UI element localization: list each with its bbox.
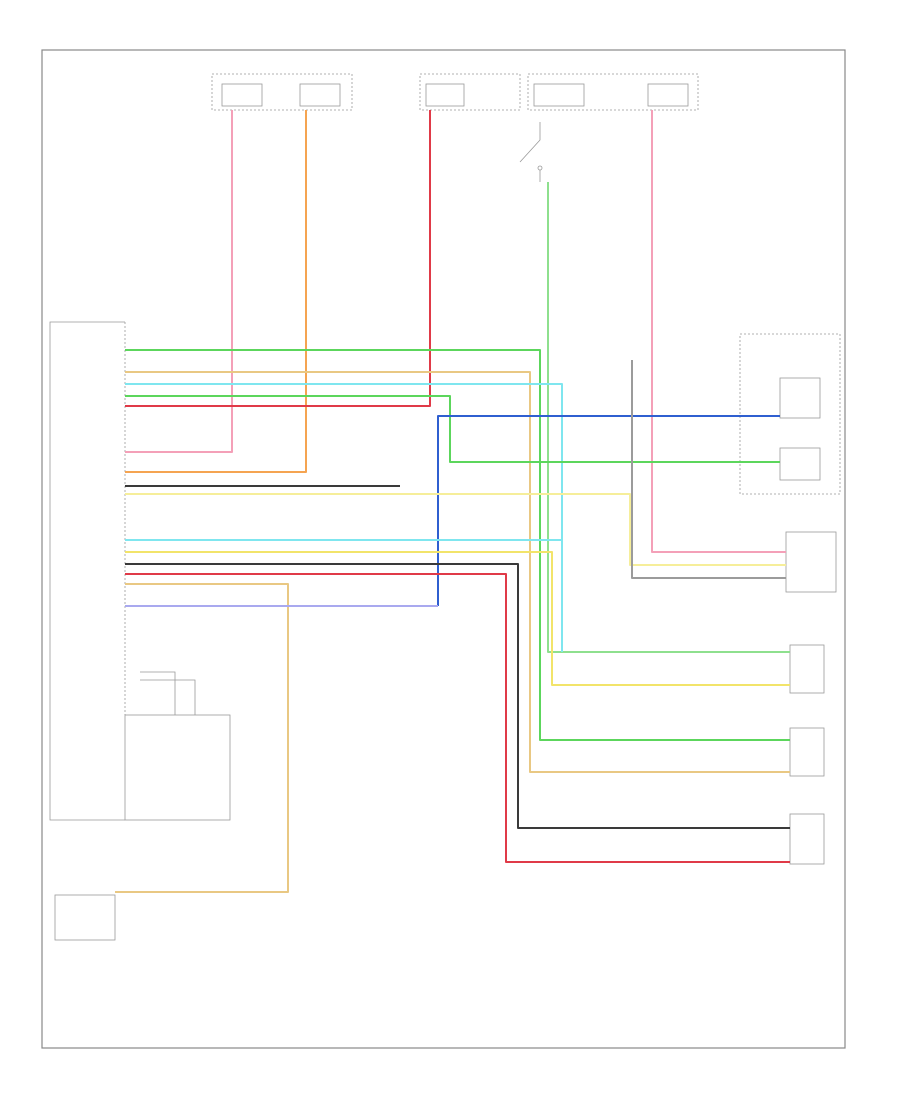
rear-wheel-sensor	[789, 813, 825, 865]
pump-motor-block	[124, 714, 231, 821]
rr-wheel-sensor	[789, 644, 825, 694]
brake-warning-lamp	[779, 377, 821, 419]
speed-sensor-connector	[54, 894, 116, 941]
wire-lf-valve-cyan	[125, 383, 563, 652]
wire-hot-run-fuse-orange	[125, 110, 307, 473]
wire-data-yellow	[125, 493, 786, 566]
fuse-center	[425, 83, 465, 107]
instrument-cluster	[739, 333, 841, 495]
wire-brake-switch-light-green	[547, 182, 790, 653]
wire-lamp-blue	[437, 415, 780, 606]
data-link-connector	[785, 531, 837, 593]
brake-switch-contact	[537, 165, 543, 171]
fuse-right-2	[647, 83, 689, 107]
diagram-border	[41, 49, 846, 1049]
brake-switch	[519, 122, 541, 182]
wire-lf-sensor-cyan	[125, 539, 563, 652]
fuse-left-2	[299, 83, 341, 107]
wire-rr-valve-tan	[125, 371, 790, 773]
wire-rear-valve-green	[125, 395, 780, 463]
wire-diag-pink	[651, 110, 786, 553]
fuse-block-center	[419, 73, 521, 111]
wire-rear-sensor-black	[125, 563, 790, 829]
abs-warning-lamp	[779, 447, 821, 481]
fuse-block-right	[527, 73, 699, 111]
wire-rear-sensor-red	[125, 573, 790, 863]
wire-hot-run-fuse-pink	[125, 110, 233, 453]
fuse-right-1	[533, 83, 585, 107]
pump-motor-terminals	[140, 671, 196, 715]
fuse-block-left	[211, 73, 353, 111]
wire-speed-output-tan	[115, 583, 289, 893]
lf-wheel-sensor	[789, 727, 825, 777]
wire-layer	[115, 110, 790, 893]
fuse-left-1	[221, 83, 263, 107]
wire-lf-sensor-yellow	[125, 551, 790, 686]
ebcm-module	[49, 321, 125, 821]
wire-ground-gray	[631, 360, 786, 579]
wire-rf-valve-green	[125, 349, 790, 741]
wire-hot-all-times-red	[125, 110, 431, 407]
